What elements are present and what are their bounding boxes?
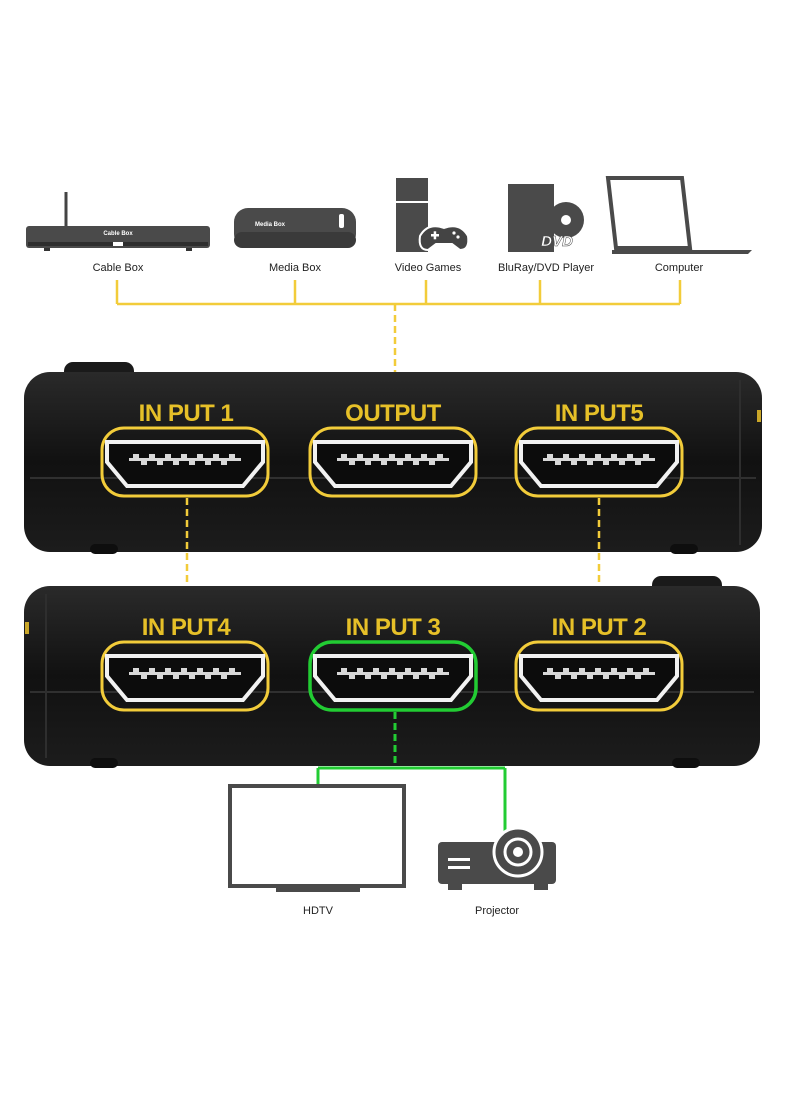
source-label-computer: Computer <box>654 262 704 274</box>
dvd-screen-text: DVD <box>541 233 573 250</box>
projector-icon <box>438 826 556 890</box>
cable-box-icon <box>26 192 210 251</box>
port-label-output: OUTPUT <box>345 400 441 427</box>
source-label-bluray-dvd: BluRay/DVD Player <box>498 262 594 274</box>
port-input-4 <box>100 640 270 712</box>
source-label-video-games: Video Games <box>394 262 462 274</box>
laptop-icon <box>605 176 752 254</box>
port-label-input-4: IN PUT4 <box>141 614 231 641</box>
port-label-input-3: IN PUT 3 <box>345 614 441 641</box>
media-box-icon <box>234 208 356 248</box>
source-bus-lines <box>115 280 682 388</box>
port-output <box>308 426 478 498</box>
port-label-input-5: IN PUT5 <box>554 400 644 427</box>
media-box-screen-text: Media Box <box>255 222 286 228</box>
output-label-projector: Projector <box>474 905 520 917</box>
game-console-icon <box>396 178 470 252</box>
port-label-input-2: IN PUT 2 <box>551 614 647 641</box>
port-label-input-1: IN PUT 1 <box>138 400 234 427</box>
port-input-3-active <box>308 640 478 712</box>
output-label-hdtv: HDTV <box>303 905 333 917</box>
port-input-5 <box>514 426 684 498</box>
source-label-cable-box: Cable Box <box>92 262 144 274</box>
dvd-player-icon <box>508 184 584 252</box>
source-label-media-box: Media Box <box>269 262 321 274</box>
port-input-1 <box>100 426 270 498</box>
port-input-2 <box>514 640 684 712</box>
display-bus-lines <box>316 712 507 832</box>
cable-box-screen-text: Cable Box <box>103 231 133 237</box>
tv-icon <box>228 784 406 892</box>
